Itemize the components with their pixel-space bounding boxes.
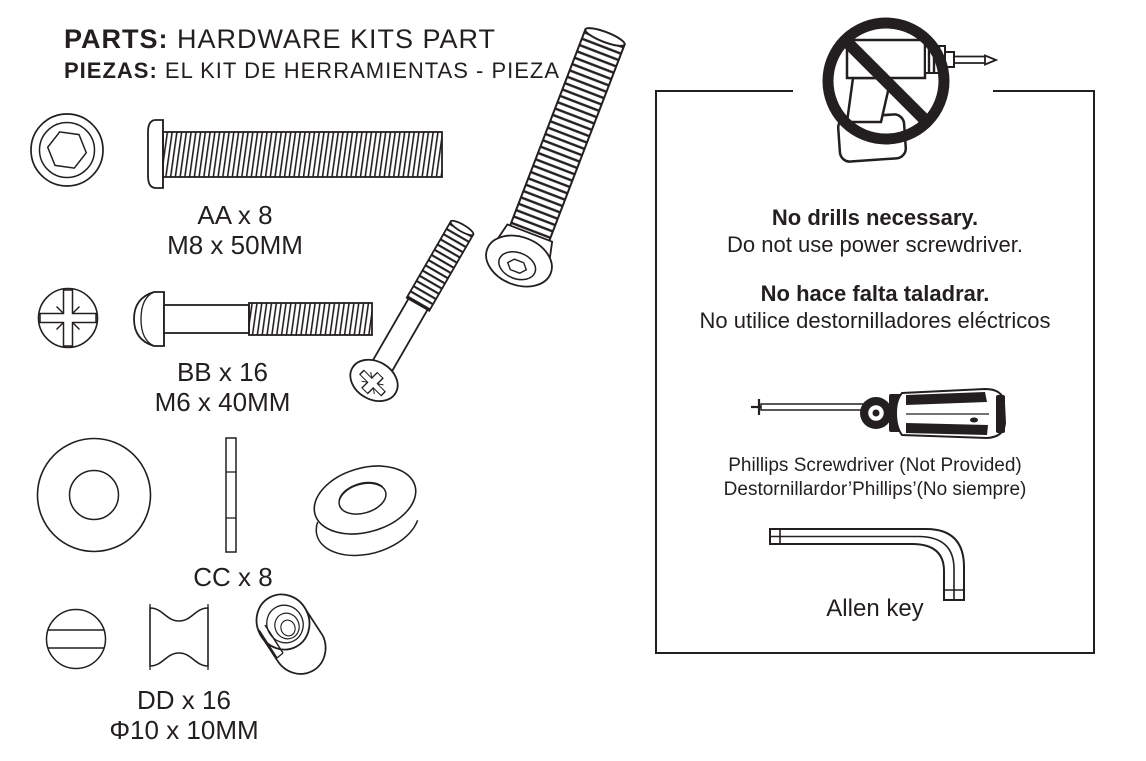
barrel-nut-side-icon bbox=[149, 604, 209, 670]
parts-prefix: PARTS: bbox=[64, 24, 169, 54]
part-bb-size: M6 x 40MM bbox=[154, 387, 291, 417]
barrel-nut-3d-icon bbox=[255, 593, 327, 675]
part-aa-size: M8 x 50MM bbox=[167, 230, 303, 260]
washer-side-icon bbox=[225, 437, 237, 553]
screwdriver-caption-es: Destornillardor’Phillips’(No siempre) bbox=[723, 479, 1027, 500]
allen-key-illustration bbox=[769, 528, 965, 601]
no-drill-es: No utilice destornilladores eléctricos bbox=[699, 308, 1051, 333]
aa-bolt-3d-icon bbox=[485, 27, 626, 288]
page-title-en: PARTS: HARDWARE KITS PART bbox=[64, 24, 560, 55]
page-title: PARTS: HARDWARE KITS PART PIEZAS: EL KIT… bbox=[64, 24, 560, 84]
part-dd-size: Φ10 x 10MM bbox=[109, 715, 259, 745]
no-power-drill-icon bbox=[793, 17, 999, 163]
part-cc-qty: CC x 8 bbox=[193, 562, 273, 592]
part-label-cc: CC x 8 bbox=[168, 562, 298, 592]
no-drill-en: Do not use power screwdriver. bbox=[727, 232, 1023, 257]
no-drill-en-bold: No drills necessary. bbox=[771, 205, 979, 230]
piezas-prefix: PIEZAS: bbox=[64, 58, 158, 83]
part-aa-qty: AA x 8 bbox=[197, 200, 273, 230]
aa-bolt-side-icon bbox=[147, 119, 443, 189]
page-title-es: PIEZAS: EL KIT DE HERRAMIENTAS - PIEZA bbox=[64, 58, 560, 84]
no-drill-text-en: No drills necessary. Do not use power sc… bbox=[657, 204, 1093, 258]
part-label-dd: DD x 16 Φ10 x 10MM bbox=[95, 685, 273, 745]
allen-key-label: Allen key bbox=[826, 595, 924, 622]
no-drill-notice-box: No drills necessary. Do not use power sc… bbox=[655, 90, 1095, 654]
screwdriver-caption: Phillips Screwdriver (Not Provided) Dest… bbox=[657, 454, 1093, 502]
no-drill-text-es: No hace falta taladrar. No utilice desto… bbox=[657, 280, 1093, 334]
part-dd-qty: DD x 16 bbox=[137, 685, 231, 715]
part-bb-qty: BB x 16 bbox=[176, 357, 269, 387]
parts-title: HARDWARE KITS PART bbox=[177, 24, 497, 54]
no-drill-es-bold: No hace falta taladrar. bbox=[760, 281, 990, 306]
washer-front-icon bbox=[36, 437, 152, 553]
part-label-bb: BB x 16 M6 x 40MM bbox=[140, 357, 305, 417]
washer-3d-icon bbox=[313, 465, 419, 557]
barrel-nut-front-icon bbox=[45, 608, 107, 670]
bb-bolt-side-icon bbox=[133, 291, 373, 347]
screwdriver-caption-en: Phillips Screwdriver (Not Provided) bbox=[728, 455, 1022, 476]
part-label-aa: AA x 8 M8 x 50MM bbox=[150, 200, 320, 260]
phillips-head-front-icon bbox=[37, 287, 99, 349]
bb-bolt-3d-icon bbox=[349, 219, 475, 402]
piezas-title: EL KIT DE HERRAMIENTAS - PIEZA bbox=[164, 58, 561, 83]
hex-socket-head-front-icon bbox=[30, 113, 104, 187]
phillips-screwdriver-illustration bbox=[751, 387, 1007, 440]
